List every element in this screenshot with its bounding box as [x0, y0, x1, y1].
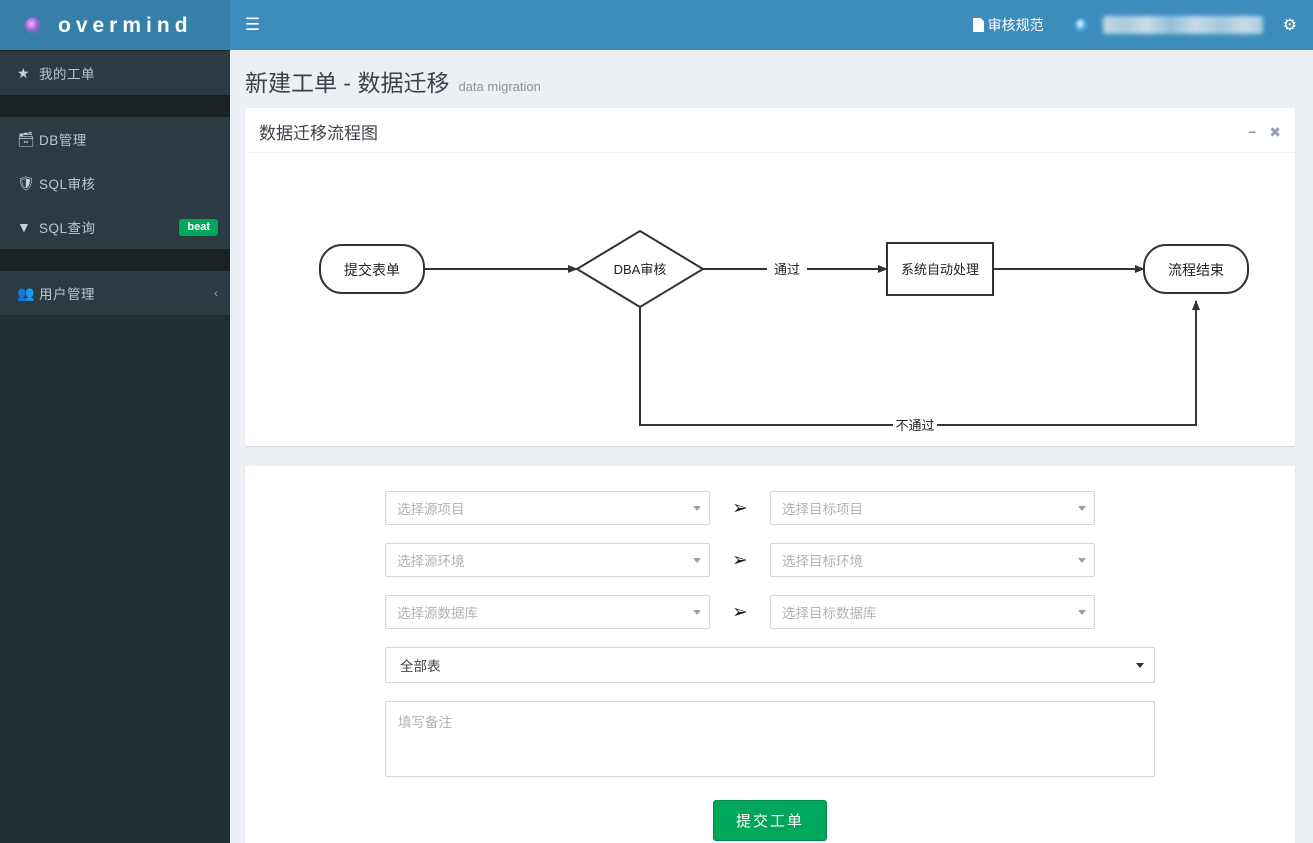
sidebar-divider-1: [0, 95, 230, 117]
brand-logo[interactable]: overmind: [0, 0, 230, 50]
flow-node-review-label: DBA审核: [614, 262, 667, 277]
tables-select[interactable]: 全部表: [385, 647, 1155, 683]
document-icon: [972, 18, 984, 32]
flow-edge-label-reject: 不通过: [895, 418, 934, 433]
gears-icon[interactable]: ⚙: [1282, 17, 1297, 34]
sidebar-divider-2: [0, 249, 230, 271]
sidebar-item-sql-review[interactable]: 🛡 SQL审核: [0, 161, 230, 205]
chevron-down-icon: [1078, 505, 1086, 511]
audit-spec-link[interactable]: 审核规范: [959, 0, 1058, 50]
shield-heart-icon: 🛡: [17, 174, 35, 191]
hexagon-purple-logo-icon: [18, 8, 48, 42]
brand-name: overmind: [58, 13, 193, 37]
arrow-right-icon: ➢: [732, 549, 748, 571]
flow-node-end-shape: [1143, 244, 1249, 294]
target-environment-select[interactable]: 选择目标环境: [770, 543, 1095, 577]
flow-edge-review-end: [639, 300, 1200, 426]
source-environment-value: 选择源环境: [397, 554, 465, 569]
page-header: 新建工单 - 数据迁移 data migration: [230, 50, 1313, 108]
minus-icon[interactable]: −: [1248, 123, 1257, 140]
source-project-value: 选择源项目: [397, 502, 465, 517]
star-icon: ★: [17, 64, 30, 81]
chevron-down-icon: [1078, 557, 1086, 563]
source-environment-select[interactable]: 选择源环境: [385, 543, 710, 577]
source-database-select[interactable]: 选择源数据库: [385, 595, 710, 629]
form-row-database: 选择源数据库 ➢ 选择目标数据库: [385, 595, 1155, 629]
flowchart-diagram: 提交表单 DBA审核 通过 系统自动处理: [319, 229, 1249, 434]
flow-node-auto-label: 系统自动处理: [901, 262, 979, 277]
flowchart-card: 数据迁移流程图 − ✖ 提交表单: [245, 108, 1295, 446]
chevron-down-icon: [693, 609, 701, 615]
chevron-down-icon: [693, 505, 701, 511]
chevron-down-icon: [693, 557, 701, 563]
flowchart-card-header: 数据迁移流程图 − ✖: [245, 111, 1295, 153]
page-title: 新建工单 - 数据迁移: [245, 70, 450, 96]
target-project-value: 选择目标项目: [782, 502, 863, 517]
sidebar-item-label: SQL审核: [39, 177, 96, 192]
sidebar-item-db-manage[interactable]: 🗃 DB管理: [0, 117, 230, 161]
hamburger-icon[interactable]: ☰: [244, 15, 261, 34]
target-database-select[interactable]: 选择目标数据库: [770, 595, 1095, 629]
avatar: [1068, 11, 1094, 40]
arrow-right-icon: ➢: [732, 497, 748, 519]
chevron-left-icon: ‹: [214, 286, 218, 300]
form-rows: 选择源项目 ➢ 选择目标项目 选择源环境 ➢: [385, 491, 1155, 629]
card-tools: − ✖: [1248, 125, 1281, 139]
source-database-value: 选择源数据库: [397, 606, 478, 621]
submit-ticket-button[interactable]: 提交工单: [712, 800, 827, 841]
status-badge: beat: [179, 218, 218, 236]
username-redacted: [1102, 16, 1263, 34]
flow-edge-label-bg: [767, 259, 807, 278]
submit-row: 提交工单: [245, 777, 1295, 841]
sidebar-item-label: 我的工单: [39, 67, 95, 82]
flowchart-card-body: 提交表单 DBA审核 通过 系统自动处理: [245, 153, 1295, 446]
top-header: ☰ 审核规范 ⚙: [230, 0, 1313, 50]
target-environment-value: 选择目标环境: [782, 554, 863, 569]
chevron-down-icon: [1136, 662, 1144, 668]
form-row-environment: 选择源环境 ➢ 选择目标环境: [385, 543, 1155, 577]
sidebar-nav: ★ 我的工单 🗃 DB管理 🛡 SQL审核 ▼ SQL查询 beat 👥 用户管…: [0, 50, 230, 315]
sidebar-item-label: 用户管理: [39, 287, 95, 302]
flowchart-card-title: 数据迁移流程图: [259, 124, 378, 143]
sidebar-item-label: DB管理: [39, 133, 87, 148]
migration-form-card: 选择源项目 ➢ 选择目标项目 选择源环境 ➢: [245, 466, 1295, 843]
sidebar-item-label: SQL查询: [39, 221, 96, 236]
sidebar-item-sql-query[interactable]: ▼ SQL查询 beat: [0, 205, 230, 249]
content-area: 新建工单 - 数据迁移 data migration 数据迁移流程图 − ✖: [230, 50, 1313, 843]
flow-edge-label-bg-2: [893, 415, 937, 434]
flow-edge-label-pass: 通过: [774, 262, 800, 277]
chevron-down-icon: [1078, 609, 1086, 615]
source-project-select[interactable]: 选择源项目: [385, 491, 710, 525]
sidebar-item-my-tickets[interactable]: ★ 我的工单: [0, 51, 230, 95]
header-right-tools: 审核规范 ⚙: [959, 0, 1313, 50]
close-icon[interactable]: ✖: [1269, 123, 1281, 140]
target-database-value: 选择目标数据库: [782, 606, 877, 621]
flow-node-start-label: 提交表单: [344, 262, 400, 278]
sidebar: overmind ★ 我的工单 🗃 DB管理 🛡 SQL审核 ▼ SQL查询 b…: [0, 0, 230, 843]
arrow-right-icon: ➢: [732, 601, 748, 623]
sidebar-item-user-manage[interactable]: 👥 用户管理 ‹: [0, 271, 230, 315]
tables-select-value: 全部表: [400, 659, 441, 674]
filter-icon: ▼: [17, 219, 31, 235]
remark-textarea[interactable]: [385, 701, 1155, 777]
database-icon: 🗃: [17, 130, 35, 147]
page-subtitle: data migration: [458, 79, 541, 94]
audit-spec-label: 审核规范: [987, 17, 1044, 33]
users-icon: 👥: [17, 284, 35, 301]
flow-node-end-label: 流程结束: [1168, 262, 1224, 278]
target-project-select[interactable]: 选择目标项目: [770, 491, 1095, 525]
form-row-project: 选择源项目 ➢ 选择目标项目: [385, 491, 1155, 525]
user-menu[interactable]: [1058, 11, 1273, 40]
